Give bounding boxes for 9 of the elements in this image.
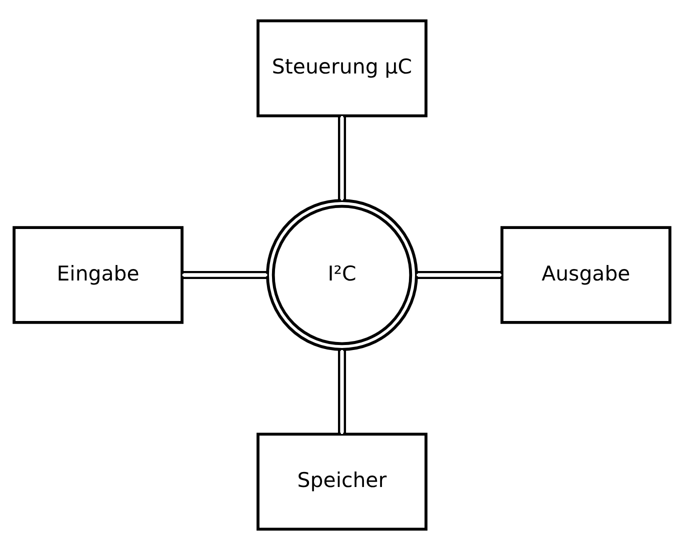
- node-circle: I²C: [266, 198, 418, 350]
- node-box: Steuerung μC: [256, 18, 428, 117]
- connector: [338, 350, 346, 434]
- connector: [182, 270, 268, 279]
- node-box: Speicher: [256, 432, 428, 530]
- node-box: Ausgabe: [500, 226, 672, 324]
- connector: [416, 270, 502, 279]
- connector: [338, 116, 346, 200]
- node-box: Eingabe: [12, 226, 184, 324]
